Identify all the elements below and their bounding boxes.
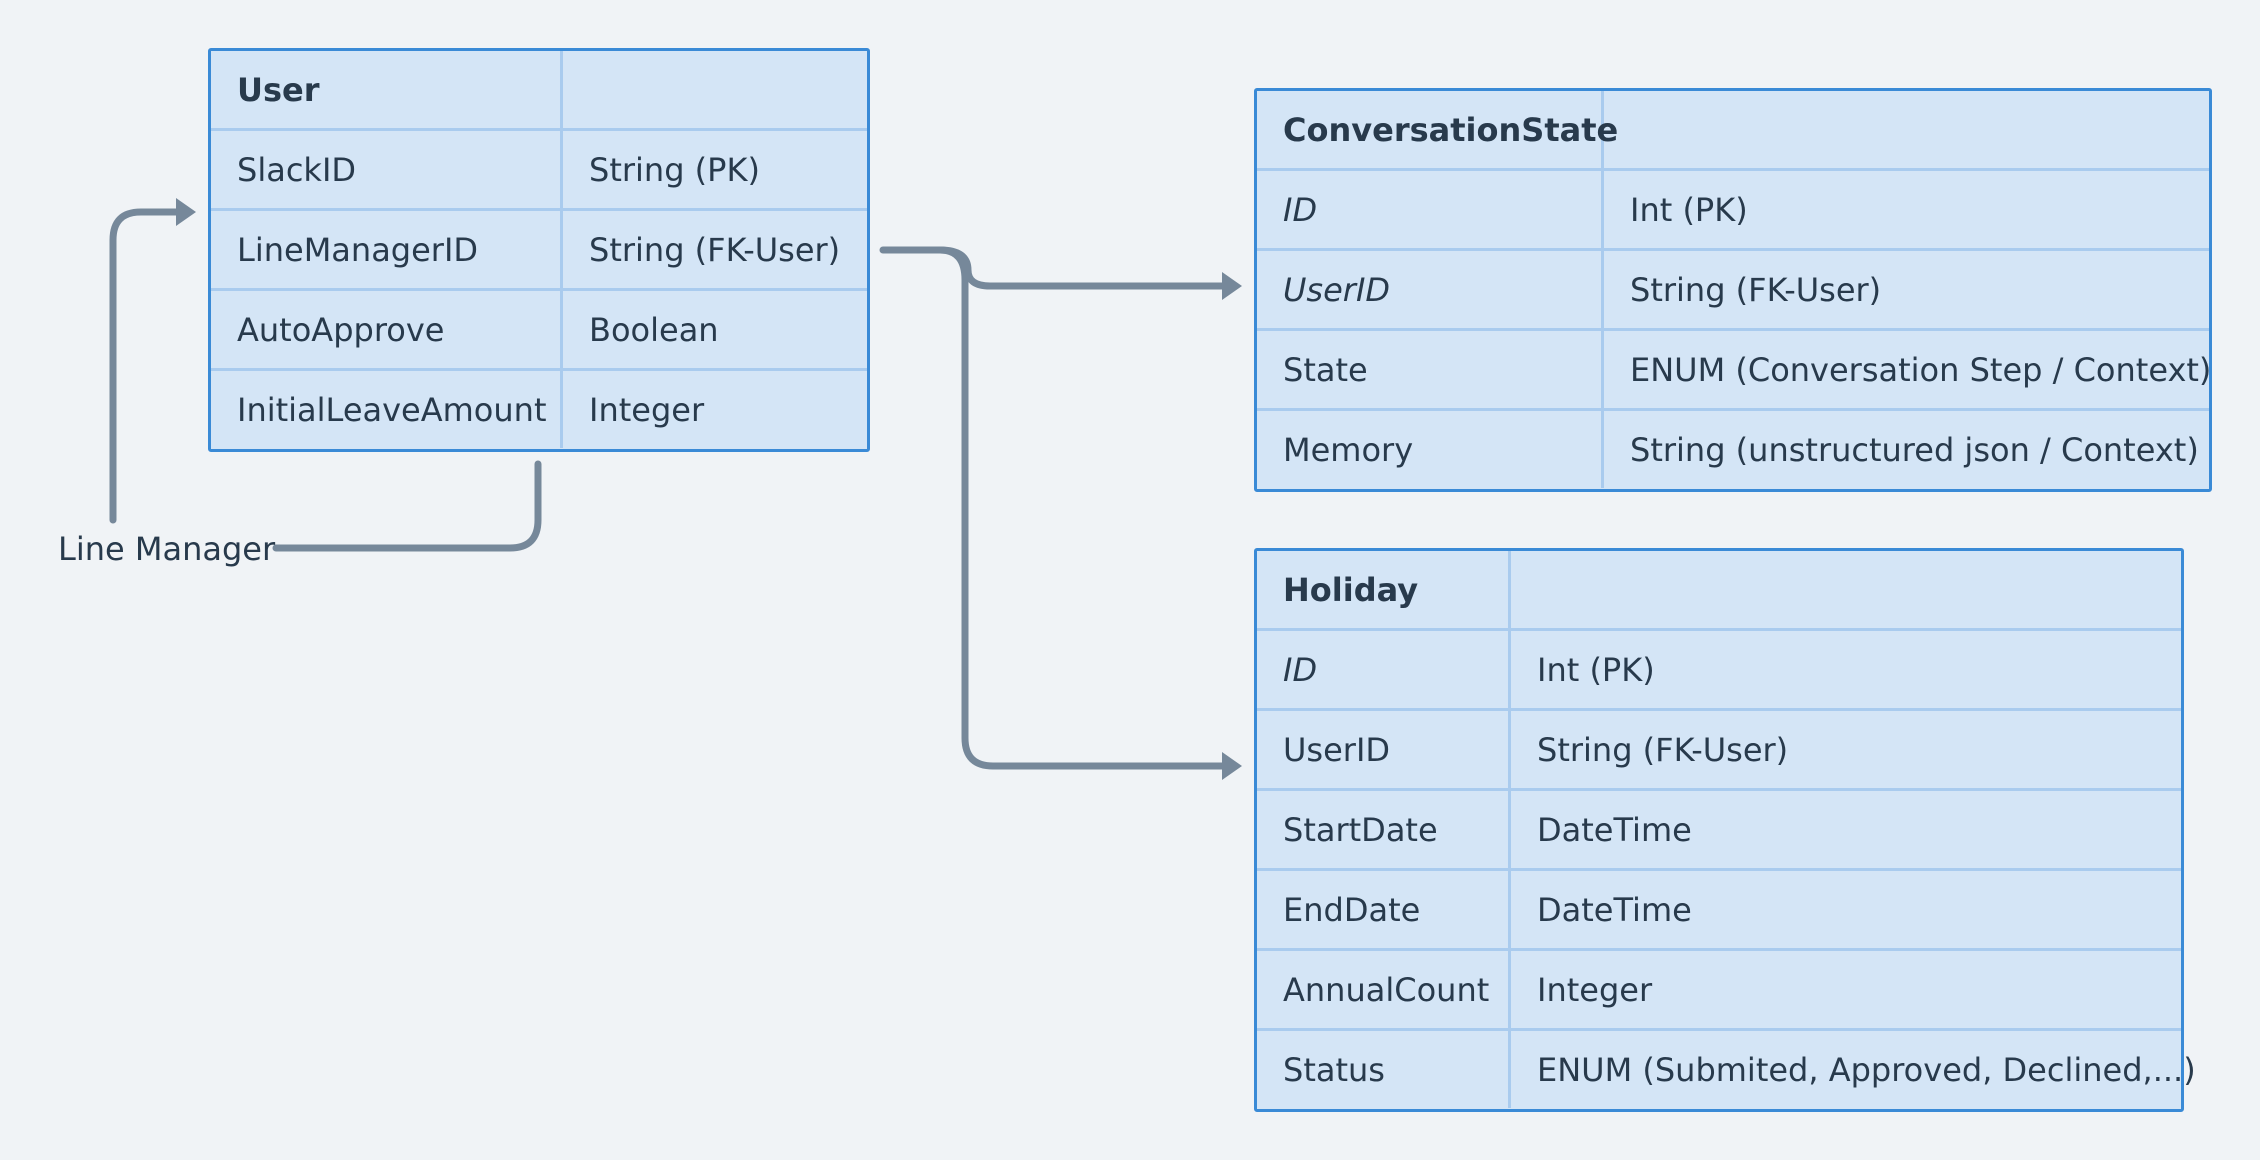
field-name: InitialLeaveAmount: [211, 371, 563, 448]
entity-conversation-state[interactable]: ConversationState ID Int (PK) UserID Str…: [1254, 88, 2212, 492]
entity-row[interactable]: AutoApprove Boolean: [211, 288, 867, 368]
field-type: DateTime: [1537, 810, 1692, 849]
entity-row[interactable]: Memory String (unstructured json / Conte…: [1257, 408, 2209, 488]
field-type: String (PK): [589, 150, 760, 189]
entity-title: User: [211, 51, 563, 128]
entity-row[interactable]: State ENUM (Conversation Step / Context): [1257, 328, 2212, 408]
entity-row[interactable]: UserID String (FK-User): [1257, 248, 2209, 328]
connector-line-manager: [272, 460, 542, 552]
connector-line-manager-return: [109, 208, 184, 524]
arrowhead-icon: [1222, 272, 1242, 300]
entity-user[interactable]: User SlackID String (PK) LineManagerID S…: [208, 48, 870, 452]
entity-row[interactable]: EndDate DateTime: [1257, 868, 2181, 948]
entity-row[interactable]: StartDate DateTime: [1257, 788, 2181, 868]
field-type: Integer: [589, 390, 705, 429]
field-type: Int (PK): [1537, 650, 1655, 689]
entity-header: User: [211, 51, 867, 128]
field-name: UserID: [1257, 711, 1511, 788]
field-type: String (unstructured json / Context): [1630, 430, 2199, 469]
entity-header: ConversationState: [1257, 91, 2209, 168]
field-type: String (FK-User): [1630, 270, 1882, 309]
field-name: State: [1257, 331, 1604, 408]
field-name: StartDate: [1257, 791, 1511, 868]
field-name: EndDate: [1257, 871, 1511, 948]
field-name: AutoApprove: [211, 291, 563, 368]
entity-header: Holiday: [1257, 551, 2181, 628]
field-name: SlackID: [211, 131, 563, 208]
field-name: Memory: [1257, 411, 1604, 488]
field-type: Int (PK): [1630, 190, 1748, 229]
field-type: Boolean: [589, 310, 719, 349]
field-type: Integer: [1537, 970, 1653, 1009]
field-type: String (FK-User): [589, 230, 841, 269]
entity-row[interactable]: ID Int (PK): [1257, 628, 2181, 708]
entity-row[interactable]: AnnualCount Integer: [1257, 948, 2181, 1028]
field-type: String (FK-User): [1537, 730, 1789, 769]
connector-label-line-manager: Line Manager: [58, 530, 276, 568]
field-type: DateTime: [1537, 890, 1692, 929]
entity-row[interactable]: SlackID String (PK): [211, 128, 867, 208]
entity-row[interactable]: ID Int (PK): [1257, 168, 2209, 248]
entity-row[interactable]: InitialLeaveAmount Integer: [211, 368, 867, 448]
field-name: UserID: [1257, 251, 1604, 328]
arrowhead-icon: [176, 198, 196, 226]
entity-row[interactable]: LineManagerID String (FK-User): [211, 208, 867, 288]
entity-title: Holiday: [1257, 551, 1511, 628]
field-type: ENUM (Conversation Step / Context): [1630, 350, 2212, 389]
field-name: LineManagerID: [211, 211, 563, 288]
field-name: ID: [1257, 171, 1604, 248]
field-type: ENUM (Submited, Approved, Declined,...): [1537, 1050, 2196, 1089]
field-name: Status: [1257, 1031, 1511, 1108]
entity-holiday[interactable]: Holiday ID Int (PK) UserID String (FK-Us…: [1254, 548, 2196, 1112]
entity-row[interactable]: Status ENUM (Submited, Approved, Decline…: [1257, 1028, 2196, 1108]
field-name: ID: [1257, 631, 1511, 708]
connector-user-conversation-state: [879, 246, 1228, 290]
arrowhead-icon: [1222, 752, 1242, 780]
entity-row[interactable]: UserID String (FK-User): [1257, 708, 2181, 788]
connector-user-holiday: [936, 246, 1228, 770]
field-name: AnnualCount: [1257, 951, 1511, 1028]
entity-title: ConversationState: [1257, 91, 1618, 168]
